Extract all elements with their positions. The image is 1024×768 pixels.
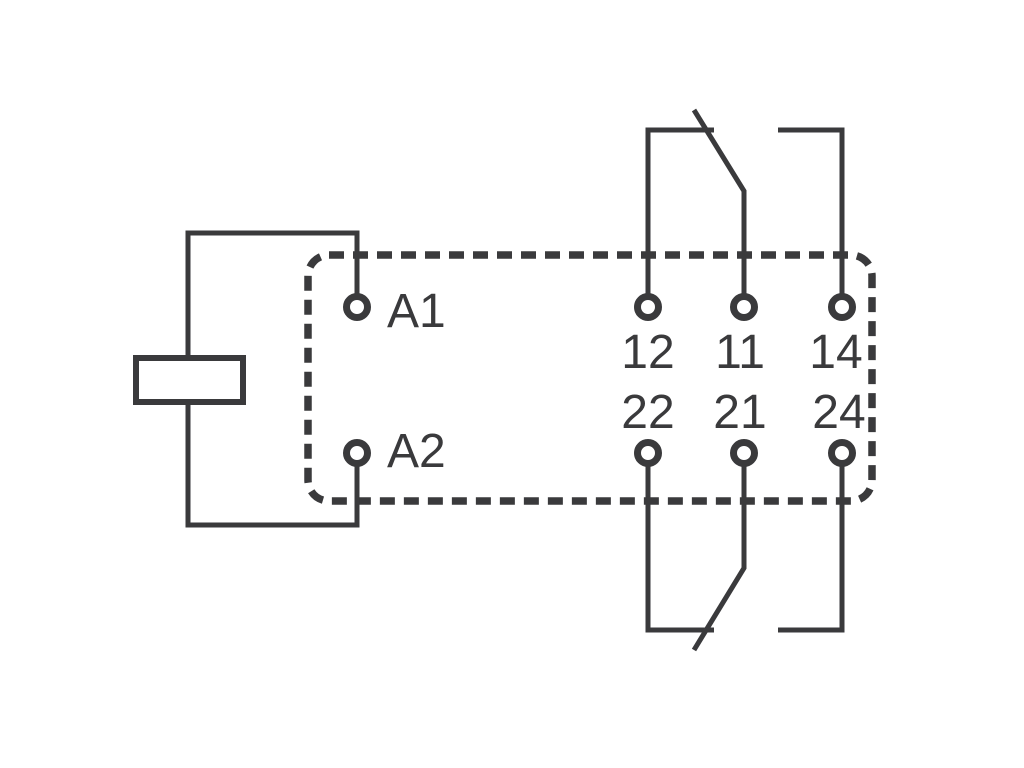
label-terminal-24: 24: [812, 386, 865, 439]
terminal-pin-24: [828, 439, 856, 467]
relay-body-outline: [304, 251, 876, 505]
contact-wire-24: [778, 466, 845, 633]
coil-wire-top: [185, 230, 360, 358]
label-terminal-22: 22: [621, 386, 674, 439]
coil-symbol: [133, 355, 246, 405]
terminal-labels: A1 A2 12 11 14 22 21 24: [387, 285, 866, 478]
contact-blade-21: [691, 466, 747, 652]
coil-wire-bottom: [185, 402, 360, 528]
label-terminal-a1: A1: [387, 285, 446, 338]
label-terminal-21: 21: [713, 386, 766, 439]
contact-wire-14: [778, 127, 845, 294]
label-terminal-11: 11: [715, 326, 765, 379]
terminal-pin-14: [828, 293, 856, 321]
label-terminal-12: 12: [621, 326, 674, 379]
terminal-pins: [343, 293, 856, 467]
terminal-pin-11: [730, 293, 758, 321]
contact-wire-22: [645, 466, 714, 633]
diagram-linework: [133, 108, 876, 652]
terminal-pin-a2: [343, 439, 371, 467]
terminal-pin-a1: [343, 293, 371, 321]
label-terminal-a2: A2: [387, 425, 446, 478]
terminal-pin-22: [634, 439, 662, 467]
terminal-pin-12: [634, 293, 662, 321]
contact-blade-11: [691, 108, 747, 294]
terminal-pin-21: [730, 439, 758, 467]
contact-wire-12: [645, 127, 714, 294]
label-terminal-14: 14: [809, 326, 862, 379]
